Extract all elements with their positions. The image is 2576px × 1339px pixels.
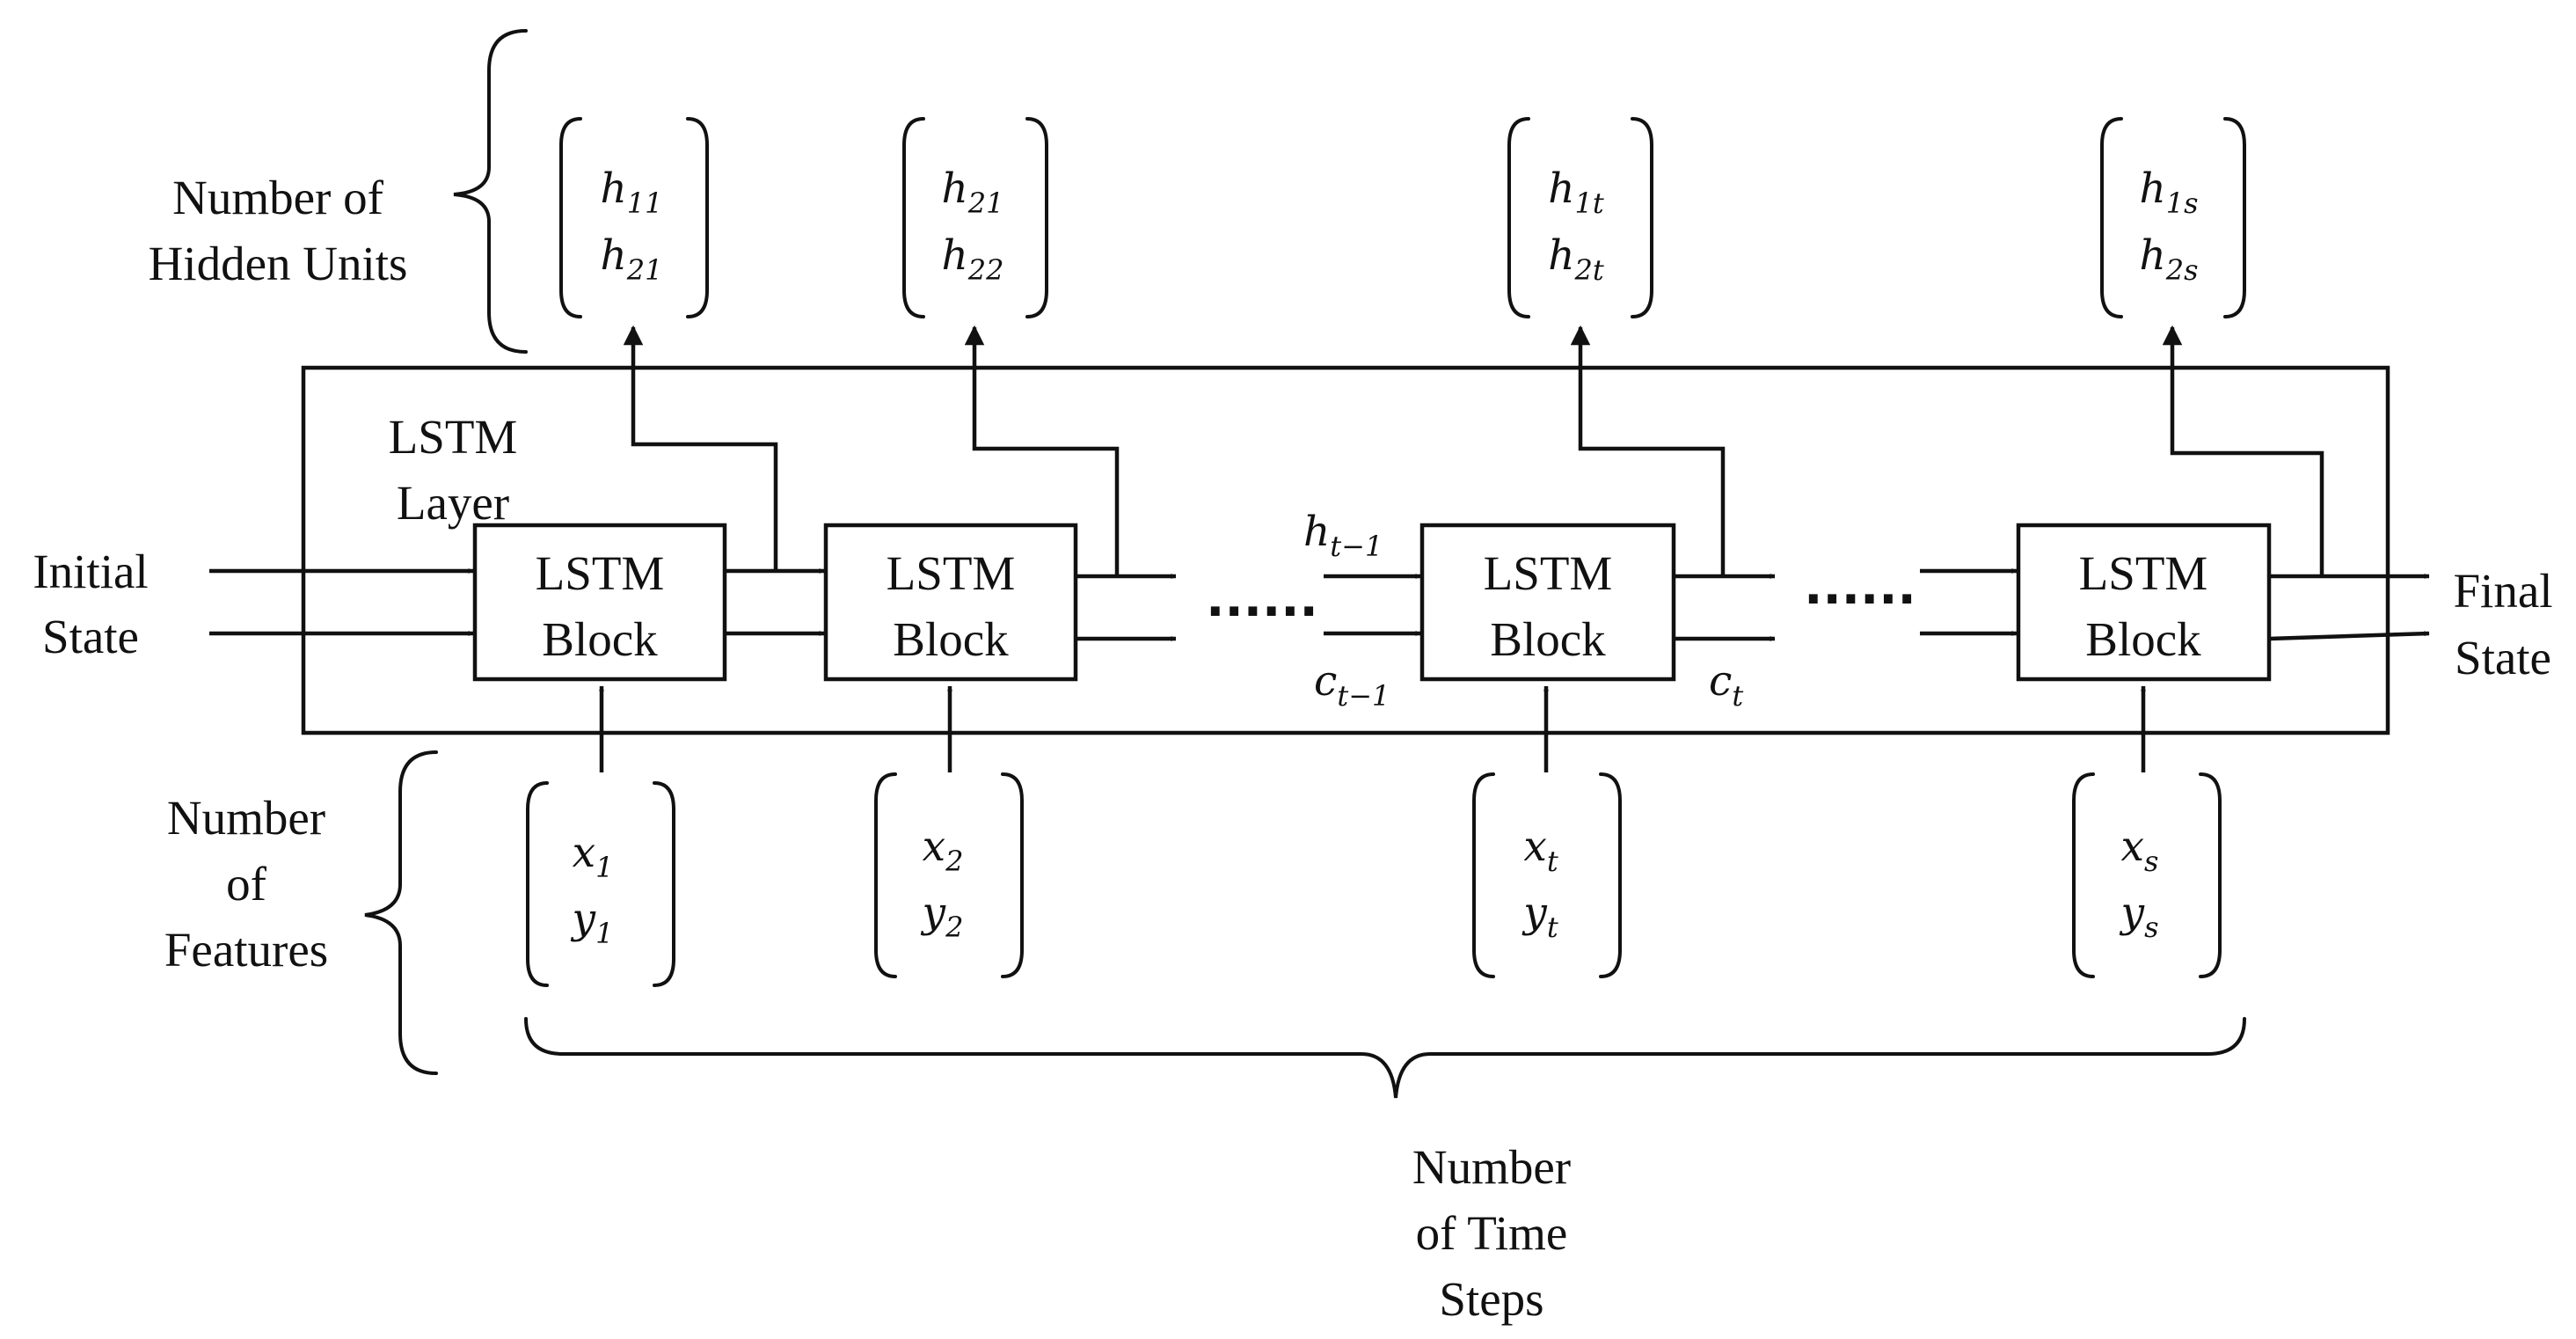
svg-text:Features: Features — [164, 923, 328, 977]
ellipsis-left: ...... — [1206, 571, 1318, 628]
svg-text:of: of — [226, 857, 267, 911]
svg-text:Initial: Initial — [33, 545, 148, 598]
svg-text:State: State — [42, 610, 139, 663]
svg-text:y2: y2 — [921, 889, 964, 944]
svg-text:x2: x2 — [923, 823, 964, 878]
input-vector-t: xt yt — [1472, 772, 1622, 978]
svg-text:Number: Number — [1412, 1140, 1571, 1194]
svg-text:LSTM: LSTM — [887, 546, 1016, 600]
lstm-block-4: LSTM Block — [2016, 523, 2272, 682]
svg-text:yt: yt — [1522, 889, 1558, 944]
svg-text:y1: y1 — [571, 895, 614, 950]
input-vector-s: xs ys — [2072, 772, 2222, 978]
svg-text:Block: Block — [542, 612, 658, 666]
svg-text:h1s: h1s — [2139, 165, 2198, 220]
hidden-vector-s: h1s h2s — [2100, 117, 2246, 318]
hidden-vector-t: h1t h2t — [1507, 117, 1653, 318]
svg-text:Final: Final — [2453, 564, 2552, 618]
svg-text:Layer: Layer — [397, 476, 509, 530]
c-cur-label: ct — [1709, 657, 1743, 713]
svg-text:Block: Block — [2085, 612, 2201, 666]
input-vector-1: x1 y1 — [526, 781, 675, 987]
lstm-layer-frame — [301, 365, 2390, 735]
svg-text:Block: Block — [1490, 612, 1606, 666]
time-steps-brace — [524, 1017, 2246, 1099]
hidden-units-brace — [453, 29, 528, 354]
lstm-layer-label: LSTM Layer — [389, 410, 518, 530]
svg-text:h2s: h2s — [2139, 231, 2198, 287]
initial-state-label: Initial State — [33, 545, 148, 663]
svg-text:h11: h11 — [601, 165, 663, 220]
svg-text:h1t: h1t — [1548, 165, 1604, 220]
svg-text:of Time: of Time — [1416, 1206, 1568, 1260]
svg-text:Number: Number — [167, 791, 325, 845]
svg-text:LSTM: LSTM — [2079, 546, 2208, 600]
svg-text:Number of: Number of — [172, 171, 383, 224]
svg-text:Steps: Steps — [1439, 1272, 1543, 1326]
lstm-block-3: LSTM Block — [1419, 523, 1676, 682]
h-prev-label: ht−1 — [1303, 508, 1383, 563]
svg-text:h21: h21 — [942, 165, 1004, 220]
c-prev-label: ct−1 — [1314, 657, 1390, 713]
svg-text:ys: ys — [2120, 889, 2159, 944]
time-steps-label: Number of Time Steps — [1412, 1140, 1571, 1326]
hidden-units-label: Number of Hidden Units — [149, 171, 408, 290]
svg-text:h22: h22 — [942, 231, 1004, 287]
svg-text:LSTM: LSTM — [536, 546, 665, 600]
ellipsis-right: ...... — [1804, 559, 1916, 616]
svg-text:LSTM: LSTM — [1484, 546, 1613, 600]
svg-text:State: State — [2455, 631, 2551, 684]
svg-text:Block: Block — [893, 612, 1009, 666]
connectors — [209, 325, 2430, 772]
hidden-vector-1: h11 h21 — [559, 117, 709, 318]
final-state-label: Final State — [2453, 564, 2552, 684]
svg-text:h2t: h2t — [1548, 231, 1604, 287]
features-brace — [364, 750, 438, 1075]
svg-text:xs: xs — [2121, 823, 2159, 878]
svg-text:xt: xt — [1523, 823, 1558, 878]
svg-text:x1: x1 — [573, 829, 614, 884]
lstm-block-1: LSTM Block — [472, 523, 727, 682]
svg-text:LSTM: LSTM — [389, 410, 518, 464]
features-label: Number of Features — [164, 791, 328, 977]
hidden-vector-2: h21 h22 — [902, 117, 1048, 318]
input-vector-2: x2 y2 — [874, 772, 1024, 978]
svg-text:Hidden Units: Hidden Units — [149, 237, 408, 290]
lstm-block-2: LSTM Block — [823, 523, 1078, 682]
svg-text:h21: h21 — [601, 231, 663, 287]
